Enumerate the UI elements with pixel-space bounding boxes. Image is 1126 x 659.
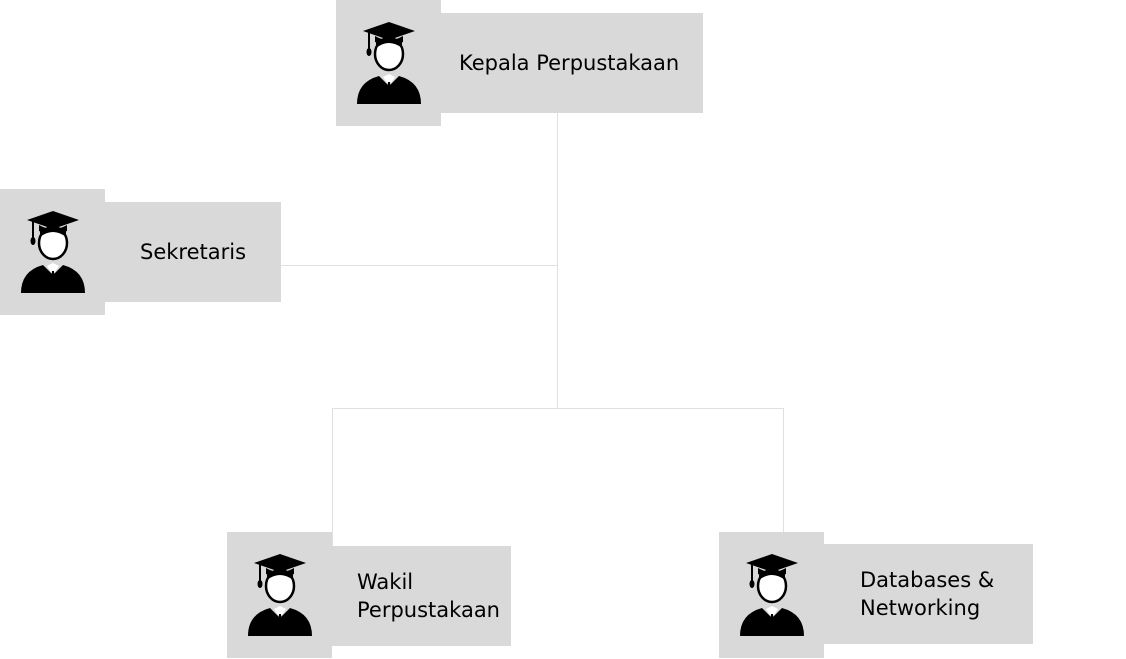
graduate-avatar-icon bbox=[739, 554, 804, 636]
connector-databases-drop bbox=[783, 408, 784, 544]
connector-wakil-drop bbox=[332, 408, 333, 546]
node-label: Sekretaris bbox=[140, 240, 247, 264]
node-label: Kepala Perpustakaan bbox=[459, 51, 680, 75]
graduate-avatar-icon bbox=[20, 211, 85, 293]
node-label: Databases & Networking bbox=[860, 568, 995, 620]
node-icon-box bbox=[719, 532, 824, 658]
node-icon-box bbox=[227, 532, 332, 658]
node-icon-box bbox=[336, 0, 441, 126]
graduate-avatar-icon bbox=[247, 554, 312, 636]
connector-kepala-trunk bbox=[557, 113, 558, 409]
node-label: Wakil Perpustakaan bbox=[357, 570, 500, 622]
graduate-avatar-icon bbox=[356, 22, 421, 104]
connector-bottom-bar bbox=[332, 408, 784, 409]
node-icon-box bbox=[0, 189, 105, 315]
connector-sekretaris-branch bbox=[281, 265, 558, 266]
